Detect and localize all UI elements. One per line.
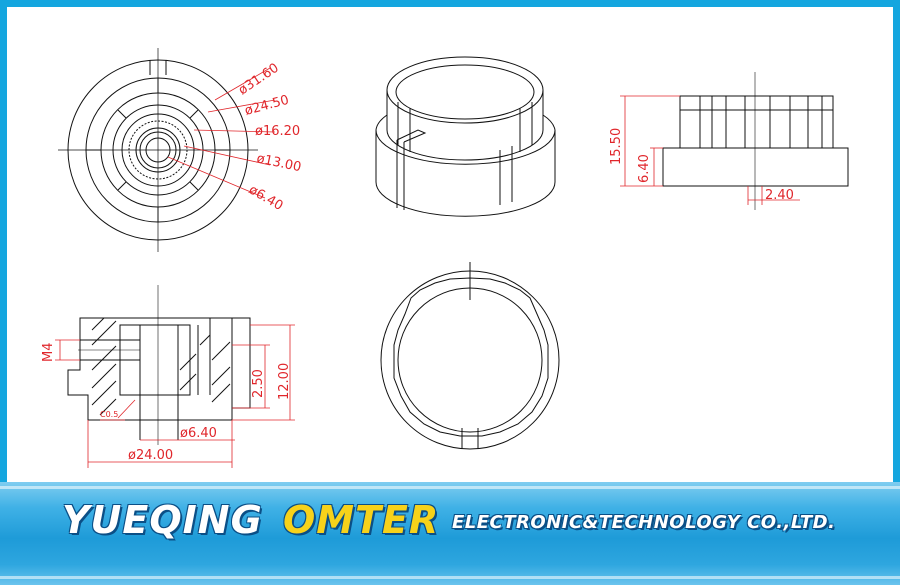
side-view-dims xyxy=(620,95,800,205)
brand-tagline: ELECTRONIC&TECHNOLOGY CO.,LTD. xyxy=(452,512,836,533)
top-view xyxy=(58,48,258,252)
brand-highlight: OMTER xyxy=(283,498,440,542)
dim-16-20-diameter: ø16.20 xyxy=(255,124,300,139)
dim-outer-diameter: ø31.60 xyxy=(236,61,282,99)
section-view-dims xyxy=(55,324,295,468)
top-view-leaders xyxy=(167,67,276,199)
dim-height-b: 12.00 xyxy=(277,363,292,400)
dim-thread: M4 xyxy=(41,343,56,363)
section-view xyxy=(67,285,251,445)
dim-chamfer: C0.5 xyxy=(100,410,118,419)
side-view xyxy=(662,72,849,210)
dim-6-40-diameter: ø6.40 xyxy=(246,182,285,213)
technical-drawing: ø31.60 ø24.50 ø16.20 ø13.00 ø6.40 15.50 … xyxy=(41,48,849,468)
dim-rib: 2.40 xyxy=(765,188,794,203)
isometric-view xyxy=(375,56,556,217)
dim-height: 15.50 xyxy=(609,128,624,165)
dim-height-a: 2.50 xyxy=(251,369,266,398)
dim-base: 6.40 xyxy=(637,154,652,183)
brand-name: YUEQING xyxy=(62,498,263,542)
dim-13-00-diameter: ø13.00 xyxy=(255,151,302,175)
company-banner xyxy=(0,482,900,585)
bottom-view xyxy=(380,262,560,450)
dim-bore: ø6.40 xyxy=(180,426,217,441)
dim-24-50-diameter: ø24.50 xyxy=(243,93,291,119)
dim-outer: ø24.00 xyxy=(128,448,173,463)
